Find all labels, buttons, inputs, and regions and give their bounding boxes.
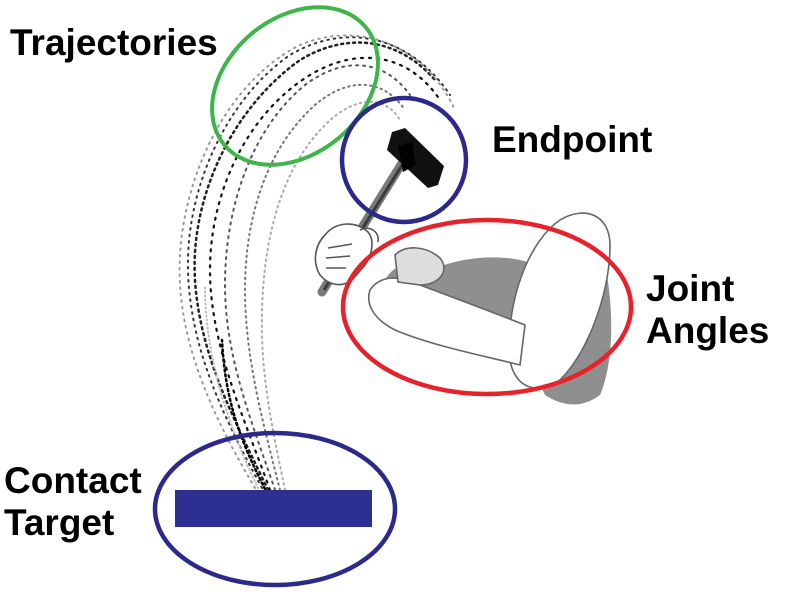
joint-angles-label-line1: Joint <box>646 268 735 309</box>
trajectory-path <box>223 64 411 491</box>
hand-shadow-outline <box>394 247 445 286</box>
endpoint-ring <box>339 95 469 225</box>
contact-target-label-line1: Contact <box>4 460 142 501</box>
contact-target-ring <box>152 430 398 588</box>
endpoint-label: Endpoint <box>492 119 653 160</box>
trajectory-path <box>178 34 456 489</box>
joint-angles-label-line2: Angles <box>646 310 770 351</box>
trajectory-path <box>208 56 442 492</box>
contact-target-label: Contact Target <box>4 460 142 544</box>
trajectory-path <box>204 284 259 489</box>
trajectory-paths <box>178 34 456 492</box>
joint-angles-ring <box>340 217 634 397</box>
contact-target-label-line2: Target <box>4 502 115 543</box>
trajectory-path <box>243 83 406 491</box>
contact-target-bar <box>175 490 372 527</box>
joint-angles-label: Joint Angles <box>646 268 769 352</box>
trajectories-label: Trajectories <box>10 22 218 63</box>
trajectory-path <box>220 338 267 491</box>
trajectory-path <box>260 100 401 491</box>
trajectory-path <box>193 41 437 492</box>
trajectories-ring <box>210 5 380 167</box>
